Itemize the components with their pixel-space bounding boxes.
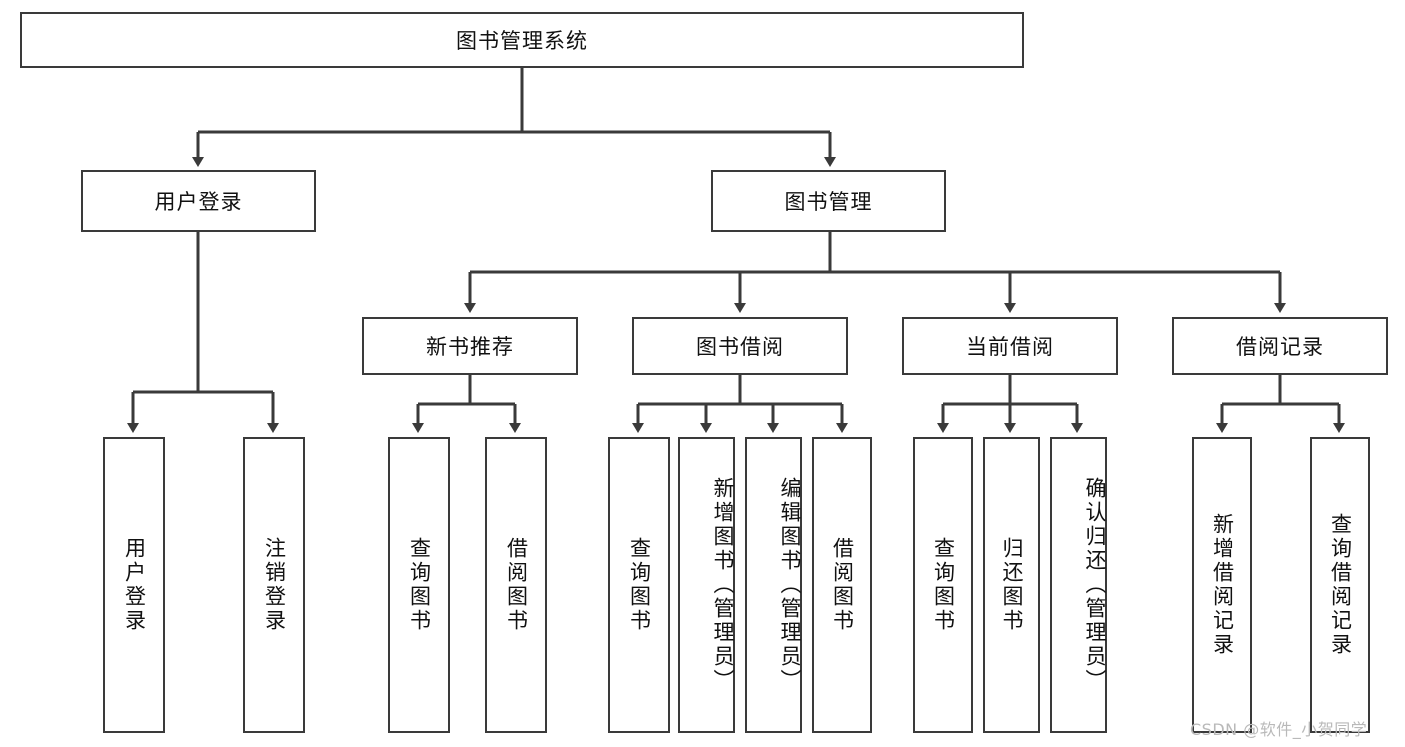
leaf-borrow-borrow-book[interactable]: 借阅图书 <box>812 437 872 733</box>
leaf-user-login-signout[interactable]: 注销登录 <box>243 437 305 733</box>
leaf-new-book-borrow[interactable]: 借阅图书 <box>485 437 547 733</box>
node-borrow-record[interactable]: 借阅记录 <box>1172 317 1388 375</box>
node-book-borrow[interactable]: 图书借阅 <box>632 317 848 375</box>
leaf-borrow-edit-book-admin[interactable]: 编辑图书（管理员） <box>745 437 802 733</box>
leaf-current-confirm-return-admin[interactable]: 确认归还（管理员） <box>1050 437 1107 733</box>
node-user-login[interactable]: 用户登录 <box>81 170 316 232</box>
leaf-current-query-book[interactable]: 查询图书 <box>913 437 973 733</box>
node-new-book-recommend[interactable]: 新书推荐 <box>362 317 578 375</box>
leaf-record-query-borrow-record[interactable]: 查询借阅记录 <box>1310 437 1370 733</box>
leaf-borrow-query-book[interactable]: 查询图书 <box>608 437 670 733</box>
csdn-watermark: CSDN @软件_小贺同学 <box>1190 720 1368 739</box>
node-root-book-management-system[interactable]: 图书管理系统 <box>20 12 1024 68</box>
node-current-borrow[interactable]: 当前借阅 <box>902 317 1118 375</box>
leaf-user-login-signin[interactable]: 用户登录 <box>103 437 165 733</box>
leaf-record-add-borrow-record[interactable]: 新增借阅记录 <box>1192 437 1252 733</box>
node-book-management[interactable]: 图书管理 <box>711 170 946 232</box>
leaf-current-return-book[interactable]: 归还图书 <box>983 437 1040 733</box>
leaf-new-book-query[interactable]: 查询图书 <box>388 437 450 733</box>
leaf-borrow-add-book-admin[interactable]: 新增图书（管理员） <box>678 437 735 733</box>
